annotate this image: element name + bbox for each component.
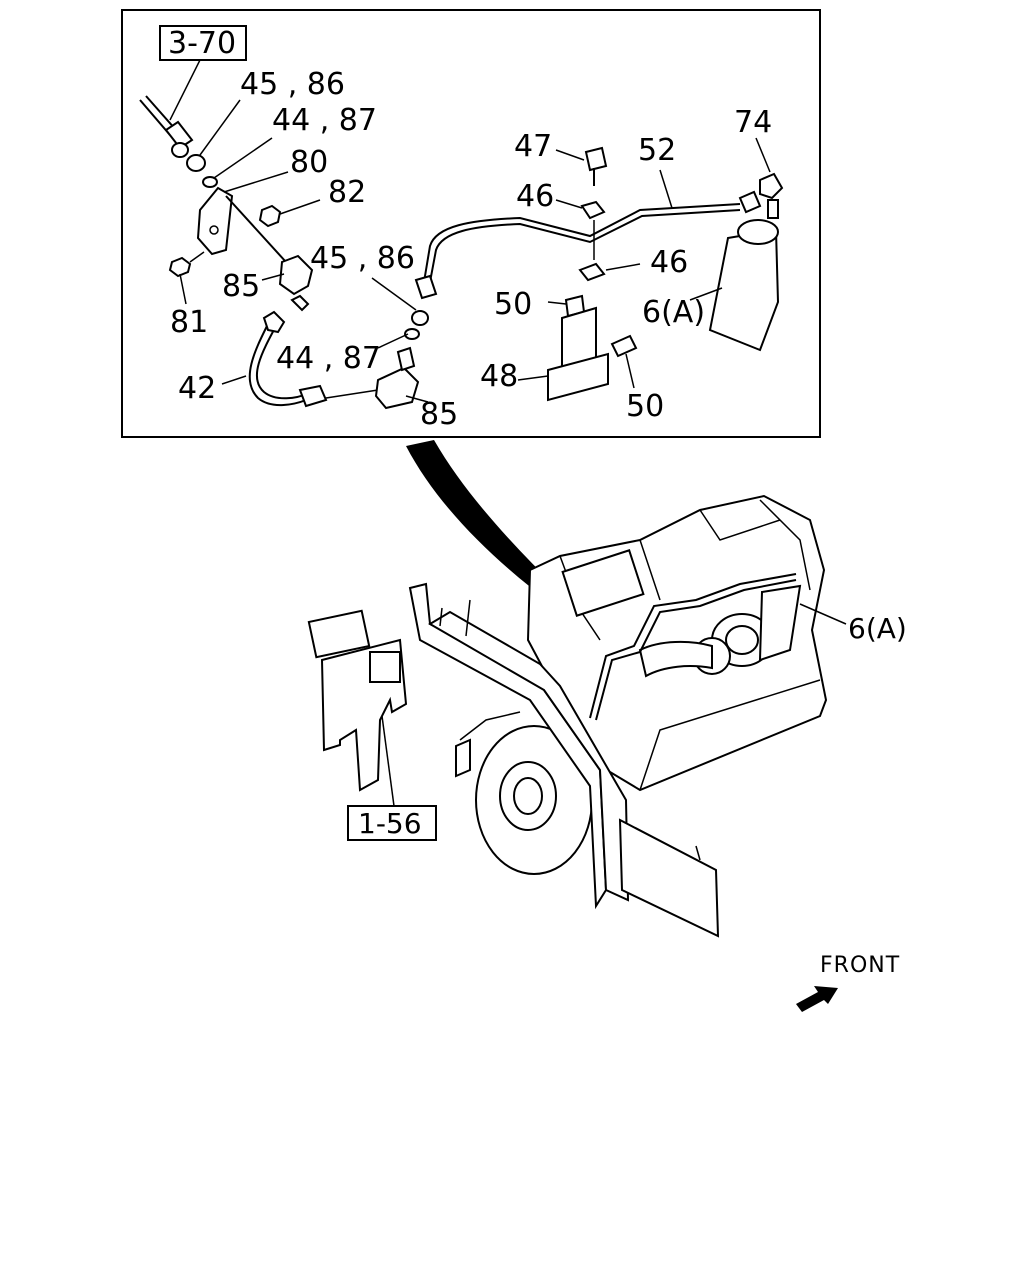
ref-top-label: 3-70 — [168, 26, 236, 61]
callout-48: 48 — [480, 359, 518, 394]
callout-6a-main: 6(A) — [848, 612, 907, 645]
front-indicator: FRONT — [796, 953, 900, 1012]
detail-pointer-wedge — [406, 440, 622, 652]
washer-part — [202, 176, 218, 188]
callout-85-upper: 85 — [222, 269, 260, 304]
ref-box-1-56[interactable]: 1-56 — [347, 805, 437, 841]
callout-50-right: 50 — [626, 389, 664, 424]
nut-part-b — [411, 310, 429, 326]
engine-assembly — [455, 494, 847, 875]
callout-45-86-upper: 45 , 86 — [240, 67, 345, 102]
callout-6a-inset: 6(A) — [642, 295, 705, 330]
callout-74: 74 — [734, 105, 772, 140]
callout-46-upper: 46 — [516, 179, 554, 214]
frame-crossmember — [307, 582, 720, 938]
cable-3-70 — [139, 59, 201, 158]
callout-82: 82 — [328, 175, 366, 210]
front-label: FRONT — [820, 953, 900, 978]
callout-44-87-lower: 44 , 87 — [276, 341, 381, 376]
nut-part — [186, 154, 206, 172]
connector-85-lower — [325, 346, 429, 410]
hose-42 — [221, 310, 328, 408]
callout-50-left: 50 — [494, 287, 532, 322]
callout-80: 80 — [290, 145, 328, 180]
connector-85-upper — [225, 195, 314, 312]
front-arrow-icon — [796, 986, 838, 1012]
ref-box-3-70[interactable]: 3-70 — [159, 25, 247, 61]
callout-52: 52 — [638, 133, 676, 168]
fitting-74 — [738, 137, 784, 219]
nut-82-part — [258, 204, 282, 228]
bolt-81-part — [168, 256, 192, 278]
callout-81: 81 — [170, 305, 208, 340]
callout-46-lower: 46 — [650, 245, 688, 280]
callout-42: 42 — [178, 371, 216, 406]
pipe-52 — [414, 169, 741, 300]
callout-45-86-lower: 45 , 86 — [310, 241, 415, 276]
canister-6a — [689, 219, 780, 352]
bracket-part — [196, 186, 234, 256]
callout-85-lower: 85 — [420, 397, 458, 432]
ref-bottom-label: 1-56 — [358, 807, 422, 840]
callout-47: 47 — [514, 129, 552, 164]
callout-44-87-upper: 44 , 87 — [272, 103, 377, 138]
washer-part-b — [404, 328, 420, 340]
bracket-assembly-48 — [517, 146, 641, 402]
